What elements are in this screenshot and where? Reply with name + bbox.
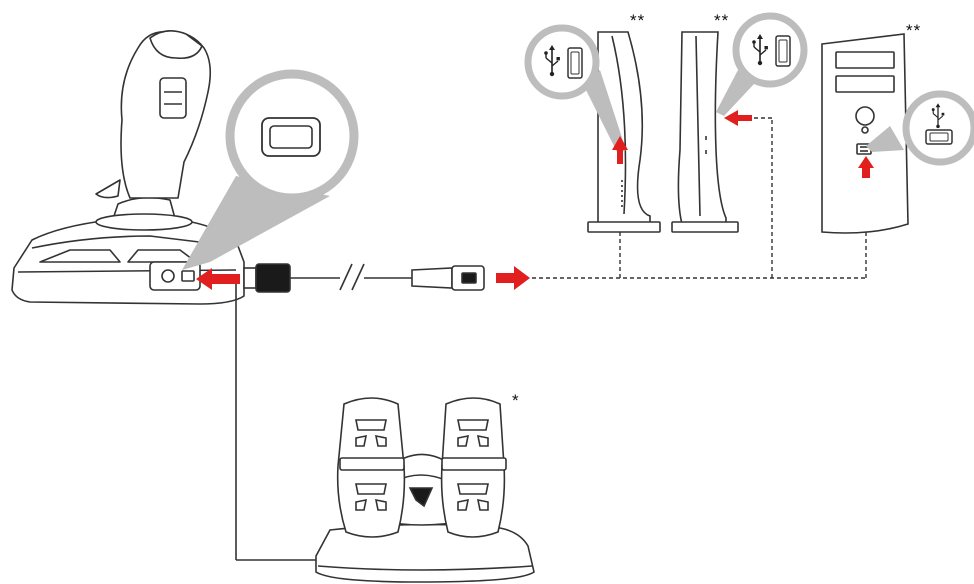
game-console-b [671, 31, 739, 233]
pedal-cable [235, 284, 326, 561]
red-arrow-icon [612, 136, 628, 164]
game-console-a [587, 31, 661, 233]
red-arrow-icon [496, 266, 530, 290]
joystick [11, 30, 245, 305]
console-a-port-callout [524, 24, 626, 154]
red-arrow-icon [196, 268, 240, 290]
pc-tower [821, 33, 909, 234]
footnote-mark-pc: ** [906, 21, 922, 40]
joystick-port-callout [182, 69, 359, 270]
red-arrow-icon [724, 110, 752, 126]
console-b-port-callout [716, 12, 808, 116]
red-arrow-icon [858, 156, 874, 178]
footnote-mark-console-a: ** [630, 11, 646, 30]
usb-cable [243, 263, 485, 293]
footnote-mark-console-b: ** [714, 11, 730, 30]
footnote-mark-pedals: * [512, 391, 520, 410]
pc-port-callout [866, 90, 974, 166]
rudder-pedals [315, 397, 535, 583]
